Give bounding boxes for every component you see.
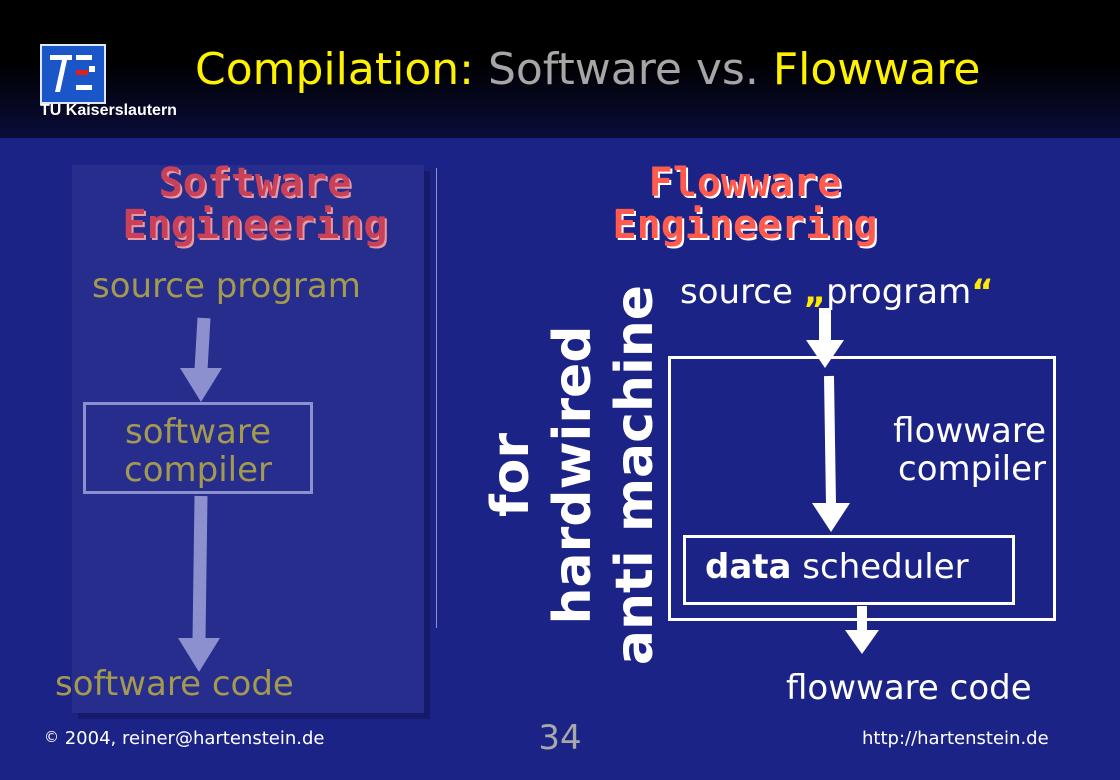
data-word: data: [705, 547, 792, 587]
tu-logo: [40, 44, 106, 104]
copyright-symbol: ©: [44, 728, 59, 746]
logo-caption: TU Kaiserslautern: [40, 102, 177, 119]
compiler-line-flowware: flowware: [893, 411, 1046, 451]
copyright-text: 2004, reiner@hartenstein.de: [64, 728, 325, 749]
title-bar: TU Kaiserslautern Compilation: Software …: [0, 0, 1120, 138]
data-scheduler-label: data scheduler: [705, 547, 969, 587]
source-program-label: source program: [92, 266, 361, 306]
flowware-code-label: flowware code: [786, 668, 1032, 708]
slide-title: Compilation: Software vs. Flowware: [195, 44, 980, 95]
heading-line-engineering: Engineering: [122, 202, 388, 248]
page-number: 34: [538, 718, 582, 758]
title-compilation: Compilation:: [195, 44, 474, 95]
heading-line-engineering-right: Engineering: [612, 202, 878, 248]
right-arrow-middle: [812, 375, 850, 532]
heading-line-software: Software: [158, 160, 352, 206]
title-flowware: Flowware: [758, 44, 981, 95]
close-quote: “: [971, 272, 994, 312]
left-arrow-top: [180, 317, 222, 402]
software-engineering-heading: Software Engineering: [70, 162, 440, 246]
software-code-label: software code: [55, 664, 294, 704]
compiler-line-compiler-right: compiler: [898, 449, 1046, 489]
right-arrow-output: [845, 606, 879, 654]
open-quote: „: [803, 272, 827, 312]
data-scheduler-box: [683, 535, 1015, 605]
footer-copyright: © 2004, reiner@hartenstein.de: [44, 728, 324, 749]
software-compiler-box: software compiler: [83, 402, 313, 494]
flowware-engineering-heading: Flowware Engineering: [565, 162, 925, 246]
compiler-line-compiler: compiler: [124, 450, 272, 490]
title-software-vs: Software vs.: [473, 44, 759, 95]
program-word: program: [826, 272, 972, 312]
flowware-compiler-label: flowware compiler: [866, 412, 1046, 488]
source-program-quoted-label: source „program“: [680, 272, 994, 312]
right-arrow-source: [806, 308, 844, 368]
software-panel: [72, 165, 424, 713]
university-logo-icon: [50, 55, 95, 92]
footer-url: http://hartenstein.de: [862, 728, 1049, 749]
scheduler-word: scheduler: [791, 547, 969, 587]
compiler-line-software: software: [124, 412, 271, 452]
column-divider: [436, 168, 437, 628]
source-word: source: [680, 272, 804, 312]
left-arrow-bottom: [178, 495, 220, 672]
heading-line-flowware: Flowware: [648, 160, 842, 206]
